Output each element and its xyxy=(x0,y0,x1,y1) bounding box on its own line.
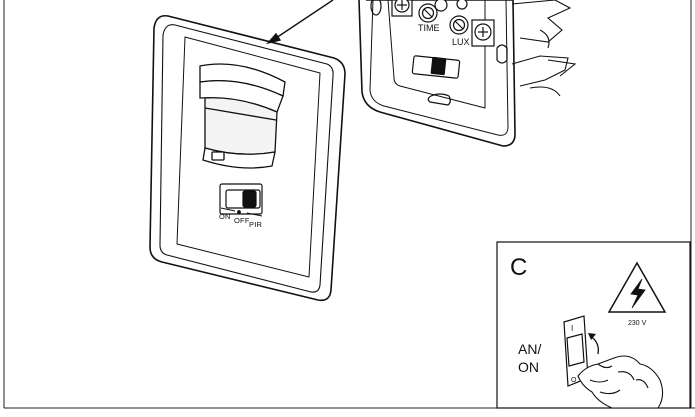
panel-c-letter: C xyxy=(510,254,528,281)
switch-label: AN/ ON xyxy=(518,340,558,376)
time-label: TIME xyxy=(418,23,440,33)
pir-lens xyxy=(199,63,286,169)
back-plate xyxy=(358,0,516,147)
time-potentiometer xyxy=(418,0,448,23)
hand-icon xyxy=(577,355,664,409)
selector-off-label: OFF xyxy=(234,216,250,225)
switch-label-line1: AN/ xyxy=(518,341,542,357)
panel-c-box xyxy=(496,241,691,409)
voltage-label: 230 V xyxy=(628,320,647,327)
switch-mark-on: I xyxy=(571,324,573,333)
arrow-icon xyxy=(265,0,334,45)
high-voltage-warning-icon xyxy=(607,261,667,313)
mounting-claws xyxy=(511,0,577,97)
selector-pir-label: PIR xyxy=(249,220,263,229)
lux-potentiometer xyxy=(449,0,469,35)
selector-on-label: ON xyxy=(219,212,231,221)
terminal-block xyxy=(391,0,495,47)
switch-mark-off: O xyxy=(571,377,577,384)
mode-selector-switch xyxy=(219,183,263,217)
lux-label: LUX xyxy=(452,37,470,47)
switch-label-line2: ON xyxy=(518,359,539,375)
page-frame xyxy=(3,0,695,409)
front-cover xyxy=(149,14,346,302)
back-plate-switch xyxy=(411,55,461,79)
